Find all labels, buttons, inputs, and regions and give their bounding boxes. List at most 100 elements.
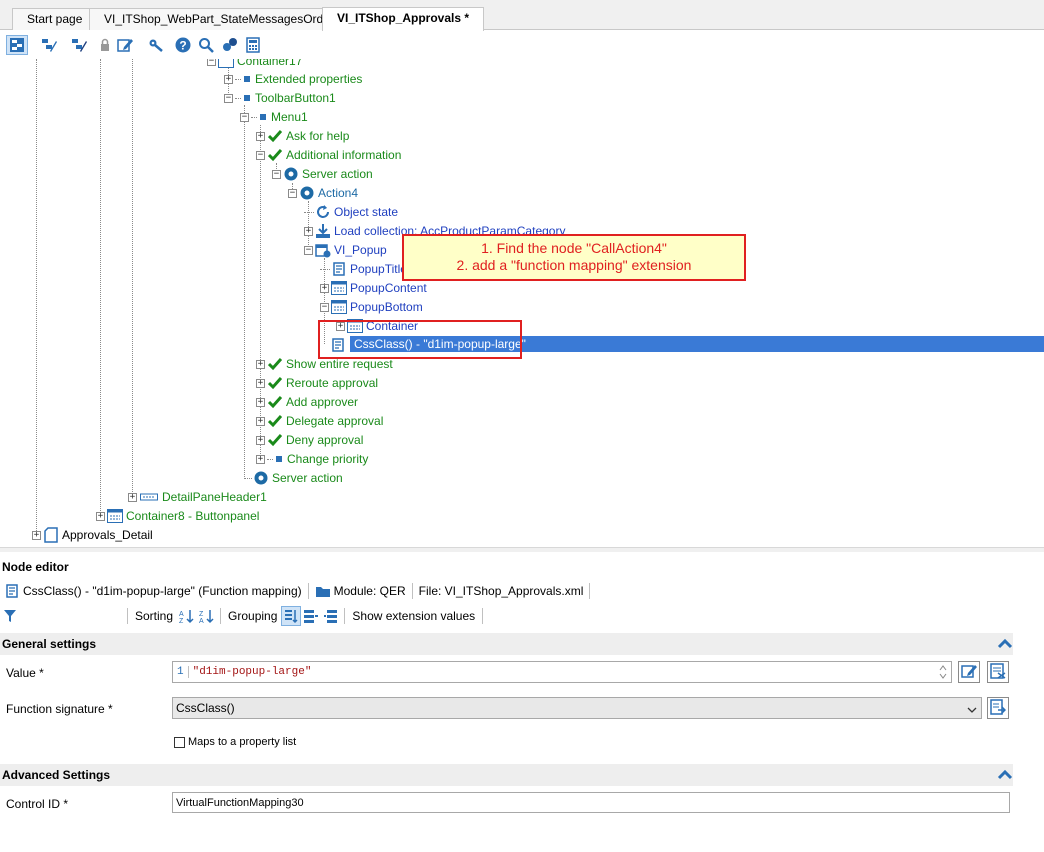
collapse-toggle-icon[interactable]: −	[224, 92, 233, 103]
collapse-toggle-icon[interactable]: −	[256, 149, 265, 160]
selected-value: CssClass()	[176, 701, 235, 715]
components-icon[interactable]	[219, 35, 241, 55]
module-segment: Module: QER	[311, 581, 410, 601]
tree-node-ask-for-help[interactable]: + Ask for help	[256, 127, 349, 145]
tree-view[interactable]: − Container17 + Extended properties − To…	[0, 59, 1044, 547]
advanced-settings-header[interactable]: Advanced Settings	[0, 764, 1013, 786]
gear-icon	[299, 185, 315, 201]
edit-tree-alt-icon[interactable]	[68, 35, 90, 55]
node-label: Delegate approval	[286, 414, 384, 428]
expand-toggle-icon[interactable]: +	[128, 491, 137, 502]
tree-node-container[interactable]: + Container	[336, 317, 418, 335]
tree-node-popup-title[interactable]: PopupTitle	[320, 260, 407, 278]
function-signature-select[interactable]: CssClass()	[172, 697, 982, 719]
tree-node-additional-information[interactable]: − Additional information	[256, 146, 401, 164]
expand-toggle-icon[interactable]: +	[96, 510, 105, 521]
filter-input[interactable]	[22, 607, 124, 625]
filter-icon[interactable]	[0, 606, 20, 626]
chevron-up-icon[interactable]	[997, 636, 1013, 652]
pane-splitter[interactable]	[0, 547, 1044, 552]
section-title: General settings	[2, 637, 97, 651]
collapse-toggle-icon[interactable]: −	[320, 301, 329, 312]
control-id-input[interactable]: VirtualFunctionMapping30	[172, 792, 1010, 813]
function-signature-label: Function signature *	[6, 702, 113, 716]
tab-approvals[interactable]: VI_ITShop_Approvals *	[322, 7, 484, 31]
tree-node-server-action-2[interactable]: Server action	[244, 469, 343, 487]
expand-toggle-icon[interactable]: +	[32, 529, 41, 540]
tree-node-toolbar-button[interactable]: − ToolbarButton1	[224, 89, 336, 107]
tree-node-container17[interactable]: − Container17	[207, 59, 302, 70]
tab-state-messages-orders[interactable]: VI_ITShop_WebPart_StateMessagesOrders	[89, 8, 340, 30]
tree-node-deny-approval[interactable]: + Deny approval	[256, 431, 363, 449]
expand-toggle-icon[interactable]: +	[256, 377, 265, 388]
tree-node-reroute-approval[interactable]: + Reroute approval	[256, 374, 378, 392]
collapse-toggle-icon[interactable]: −	[304, 244, 313, 255]
expression-icon	[990, 662, 1006, 682]
node-info-bar: CssClass() - "d1im-popup-large" (Functio…	[0, 580, 1044, 602]
refresh-icon	[315, 204, 331, 220]
chevron-down-icon[interactable]	[967, 703, 977, 717]
edit-tree-icon[interactable]	[38, 35, 60, 55]
collapse-toggle-icon[interactable]: −	[272, 168, 281, 179]
tree-node-extended-properties[interactable]: + Extended properties	[224, 70, 362, 88]
expand-toggle-icon[interactable]: +	[320, 282, 329, 293]
tree-node-container8[interactable]: + Container8 - Buttonpanel	[96, 507, 259, 525]
collapse-toggle-icon[interactable]: −	[288, 187, 297, 198]
tree-node-delegate-approval[interactable]: + Delegate approval	[256, 412, 383, 430]
expand-toggle-icon[interactable]: +	[256, 396, 265, 407]
tree-node-server-action[interactable]: − Server action	[272, 165, 373, 183]
tree-node-popup-bottom[interactable]: − PopupBottom	[320, 298, 423, 316]
show-extension-values-button[interactable]: Show extension values	[352, 609, 476, 623]
group-by-module-icon[interactable]	[321, 606, 341, 626]
calculator-icon[interactable]	[242, 35, 264, 55]
expand-toggle-icon[interactable]: +	[336, 320, 345, 331]
expand-toggle-icon[interactable]: +	[256, 415, 265, 426]
expand-toggle-icon[interactable]: +	[256, 130, 265, 141]
expression-editor-button[interactable]	[987, 661, 1009, 683]
tree-node-show-entire-request[interactable]: + Show entire request	[256, 355, 393, 373]
expand-toggle-icon[interactable]: +	[256, 434, 265, 445]
maps-to-property-list-checkbox[interactable]	[174, 737, 185, 748]
tree-node-menu1[interactable]: − Menu1	[240, 108, 308, 126]
function-signature-action-button[interactable]	[987, 697, 1009, 719]
general-settings-header[interactable]: General settings	[0, 633, 1013, 655]
tree-node-add-approver[interactable]: + Add approver	[256, 393, 358, 411]
tree-node-detail-pane-header[interactable]: + DetailPaneHeader1	[128, 488, 267, 506]
expand-toggle-icon[interactable]: +	[256, 453, 265, 464]
tree-node-popup-content[interactable]: + PopupContent	[320, 279, 427, 297]
expand-toggle-icon[interactable]: +	[256, 358, 265, 369]
group-by-category-icon[interactable]	[281, 606, 302, 626]
tree-node-css-class-selected[interactable]: CssClass() - "d1im-popup-large"	[350, 336, 1044, 352]
node-label: ToolbarButton1	[255, 91, 336, 105]
group-by-type-icon[interactable]	[301, 606, 321, 626]
tree-node-object-state[interactable]: Object state	[304, 203, 398, 221]
tree-view-icon[interactable]	[6, 35, 28, 55]
tree-node-action4[interactable]: − Action4	[288, 184, 358, 202]
tab-start-page[interactable]: Start page	[12, 8, 90, 30]
collapse-toggle-icon[interactable]: −	[240, 111, 249, 122]
tree-node-approvals-detail[interactable]: + Approvals_Detail	[32, 526, 153, 544]
folder-icon	[315, 583, 331, 599]
value-code-editor[interactable]: 1 "d1im-popup-large"	[172, 661, 952, 683]
search-icon[interactable]	[195, 35, 217, 55]
tree-node-change-priority[interactable]: + Change priority	[256, 450, 368, 468]
document-icon	[43, 527, 59, 543]
node-label: Container	[366, 319, 419, 333]
spin-control[interactable]	[937, 663, 949, 681]
help-icon[interactable]: ?	[172, 35, 194, 55]
property-icon	[242, 71, 252, 87]
wrench-icon[interactable]	[145, 35, 167, 55]
collapse-toggle-icon[interactable]: −	[207, 59, 216, 66]
expand-toggle-icon[interactable]: +	[304, 225, 313, 236]
node-label: VI_Popup	[334, 243, 387, 257]
tree-node-vi-popup[interactable]: − VI_Popup	[304, 241, 387, 259]
pencil-icon[interactable]	[114, 35, 136, 55]
svg-text:Z: Z	[199, 611, 204, 618]
edit-value-button[interactable]	[958, 661, 980, 683]
property-icon	[274, 451, 284, 467]
chevron-up-icon[interactable]	[997, 767, 1013, 783]
expand-toggle-icon[interactable]: +	[224, 73, 233, 84]
